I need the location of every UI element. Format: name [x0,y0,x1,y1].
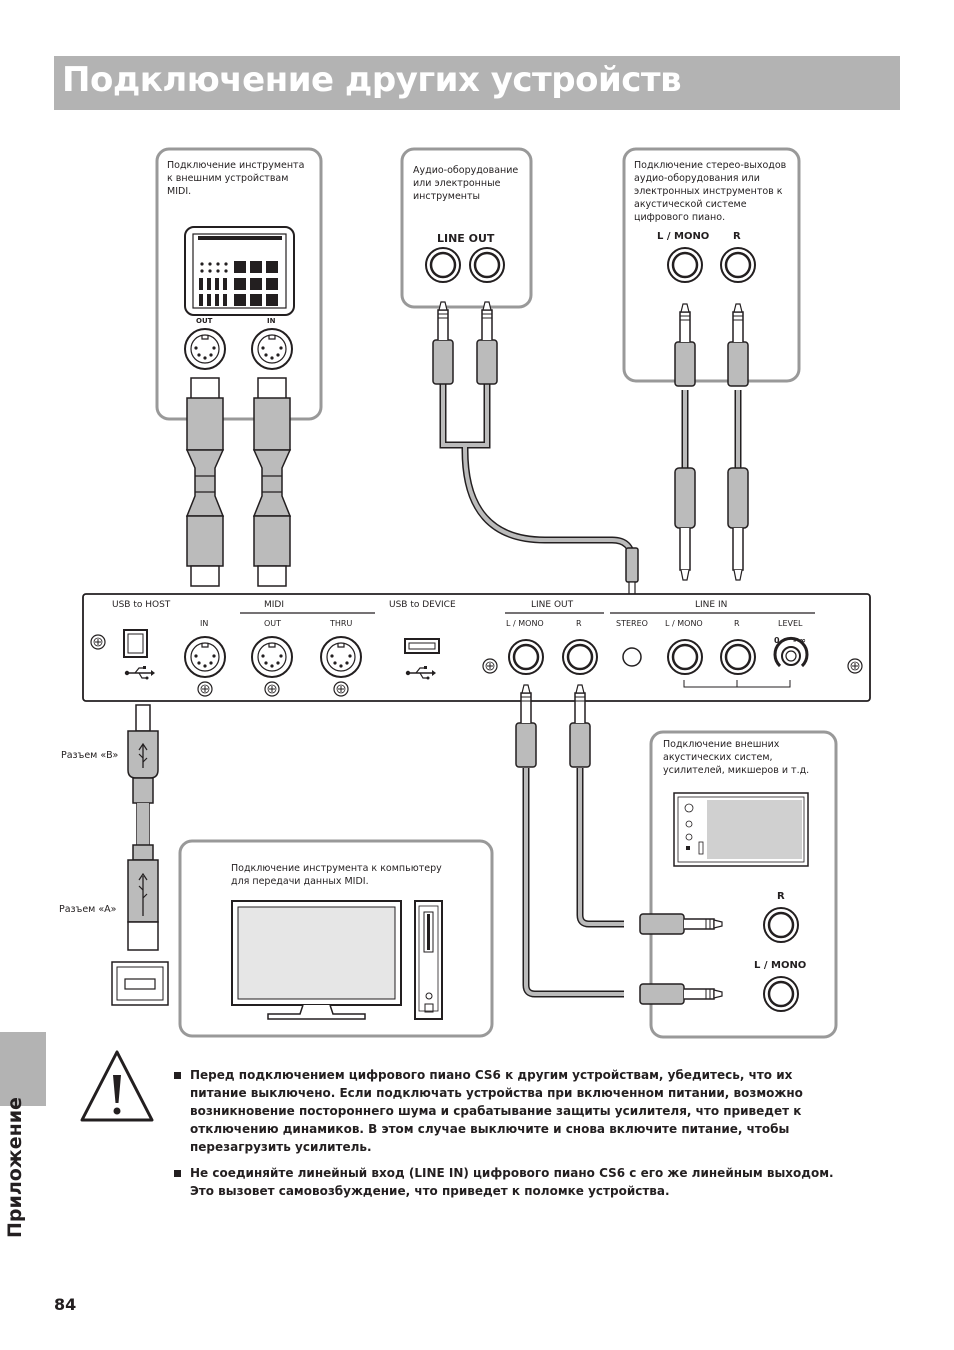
label-line-out-l-mono: L / MONO [506,619,544,628]
stereo-jack[interactable] [622,647,642,667]
usb-a-port[interactable] [404,638,440,654]
label-speaker-l-mono: L / MONO [754,960,807,971]
label-stereo: STEREO [616,619,648,628]
label-midi-thru: THRU [330,619,353,628]
label-usb-device: USB to DEVICE [389,600,456,610]
label-line-out-r: R [576,619,582,628]
warning-text-2: Не соединяйте линейный вход (LINE IN) ци… [190,1166,834,1198]
note-computer: Подключение инструмента к компьютеру для… [231,863,442,887]
label-connector-a: Разъем «A» [59,904,117,915]
title-bar: Подключение других устройств [54,56,900,110]
usb-cable [127,704,159,951]
note-speakers: Подключение внешних акустических систем,… [663,739,810,776]
label-line-in-r: R [734,619,740,628]
label-midi: MIDI [264,600,285,610]
note-midi-external: Подключение инструмента к внешним устрой… [167,160,305,197]
label-device-midi-in: IN [267,317,276,325]
line-in-cables [674,303,749,581]
label-audio-line-out: LINE OUT [437,232,495,245]
midi-cable-in [252,377,292,587]
label-speaker-r: R [777,891,785,902]
label-line-in: LINE IN [695,600,728,610]
page-number: 84 [54,1295,77,1314]
label-level-min: 0 [774,636,780,645]
section-label-text: Приложение [4,1097,26,1238]
label-line-out: LINE OUT [531,600,574,610]
line-out-cables [515,684,723,1005]
amplifier-icon [673,792,809,867]
warning-text-1: Перед подключением цифрового пиано CS6 к… [190,1068,803,1154]
y-cable [432,301,639,606]
label-stereo-l-mono: L / MONO [657,231,710,242]
monitor-icon [231,900,402,1020]
note-stereo-outputs: Подключение стерео-выходов аудио-оборудо… [634,160,787,223]
section-tab [0,1032,46,1106]
warning-bullet [174,1170,181,1177]
label-midi-in: IN [200,619,209,628]
midi-device-icon [184,226,295,316]
stereo-output-box [622,147,801,383]
label-stereo-r: R [733,231,741,242]
midi-cable-out [185,377,225,587]
label-device-midi-out: OUT [196,317,213,325]
label-level: LEVEL [778,619,803,628]
label-line-in-l-mono: L / MONO [665,619,703,628]
warning-bullet [174,1072,181,1079]
label-connector-b: Разъем «B» [61,750,119,761]
note-audio-equipment: Аудио-оборудование или электронные инстр… [413,165,519,202]
pc-tower-icon [414,900,443,1020]
label-usb-host: USB to HOST [112,600,171,610]
page-title: Подключение других устройств [62,60,682,100]
level-knob[interactable] [773,636,809,668]
usb-b-port[interactable] [123,629,148,658]
warning-icon [80,1050,154,1122]
label-midi-out: OUT [264,619,282,628]
label-level-max: - ∞ [793,636,806,645]
